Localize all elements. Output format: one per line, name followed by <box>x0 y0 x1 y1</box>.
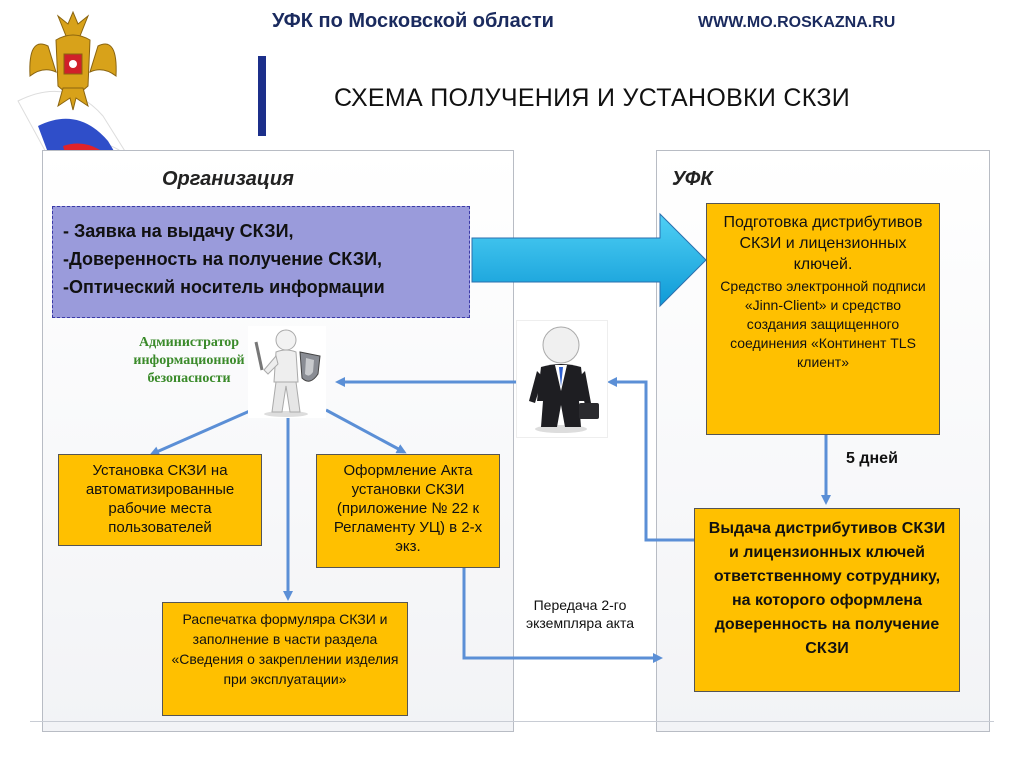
footer-divider <box>30 721 994 722</box>
admin-figure-shield-icon <box>254 329 321 417</box>
employee-figure <box>516 320 608 438</box>
request-line: -Оптический носитель информации <box>63 277 385 297</box>
install-text: Установка СКЗИ на автоматизированные раб… <box>85 462 235 536</box>
request-line: -Доверенность на получение СКЗИ, <box>63 249 383 269</box>
title-accent-bar <box>258 56 266 136</box>
header-title: УФК по Московской области <box>272 10 554 32</box>
days-label: 5 дней <box>846 450 898 467</box>
big-arrow-to-ufk <box>471 212 707 308</box>
act-box: Оформление Акта установки СКЗИ (приложен… <box>316 454 500 568</box>
header-url[interactable]: WWW.MO.ROSKAZNA.RU <box>698 14 896 31</box>
admin-label: Администратор информационной безопасност… <box>133 335 245 386</box>
issue-text: Выдача дистрибутивов СКЗИ и лицензионных… <box>708 520 946 657</box>
request-line: - Заявка на выдачу СКЗИ, <box>63 221 294 241</box>
transfer-label: Передача 2-го экземпляра акта <box>525 597 634 631</box>
ufk-panel-title: УФК <box>672 168 713 190</box>
print-text: Распечатка формуляра СКЗИ и заполнение в… <box>171 611 399 687</box>
businessman-briefcase-icon <box>529 326 599 433</box>
admin-figure <box>248 326 326 418</box>
arrow-admin-to-install <box>149 408 253 456</box>
prep-distributives-box: Подготовка дистрибутивов СКЗИ и лицензио… <box>706 203 940 435</box>
arrow-issue-to-employee <box>607 377 694 542</box>
organization-panel-title: Организация <box>162 168 294 190</box>
issue-distributives-box: Выдача дистрибутивов СКЗИ и лицензионных… <box>694 508 960 692</box>
prep-heading: Подготовка дистрибутивов СКЗИ и лицензио… <box>723 214 923 273</box>
prep-details: Средство электронной подписи «Jinn-Clien… <box>720 278 926 370</box>
arrow-admin-to-act <box>325 408 407 454</box>
act-text: Оформление Акта установки СКЗИ (приложен… <box>333 462 483 555</box>
print-form-box: Распечатка формуляра СКЗИ и заполнение в… <box>162 602 408 716</box>
arrow-act-to-issue <box>462 568 663 663</box>
slide-title: СХЕМА ПОЛУЧЕНИЯ И УСТАНОВКИ СКЗИ <box>334 84 851 112</box>
request-box: - Заявка на выдачу СКЗИ, -Доверенность н… <box>52 206 470 318</box>
install-skzi-box: Установка СКЗИ на автоматизированные раб… <box>58 454 262 546</box>
